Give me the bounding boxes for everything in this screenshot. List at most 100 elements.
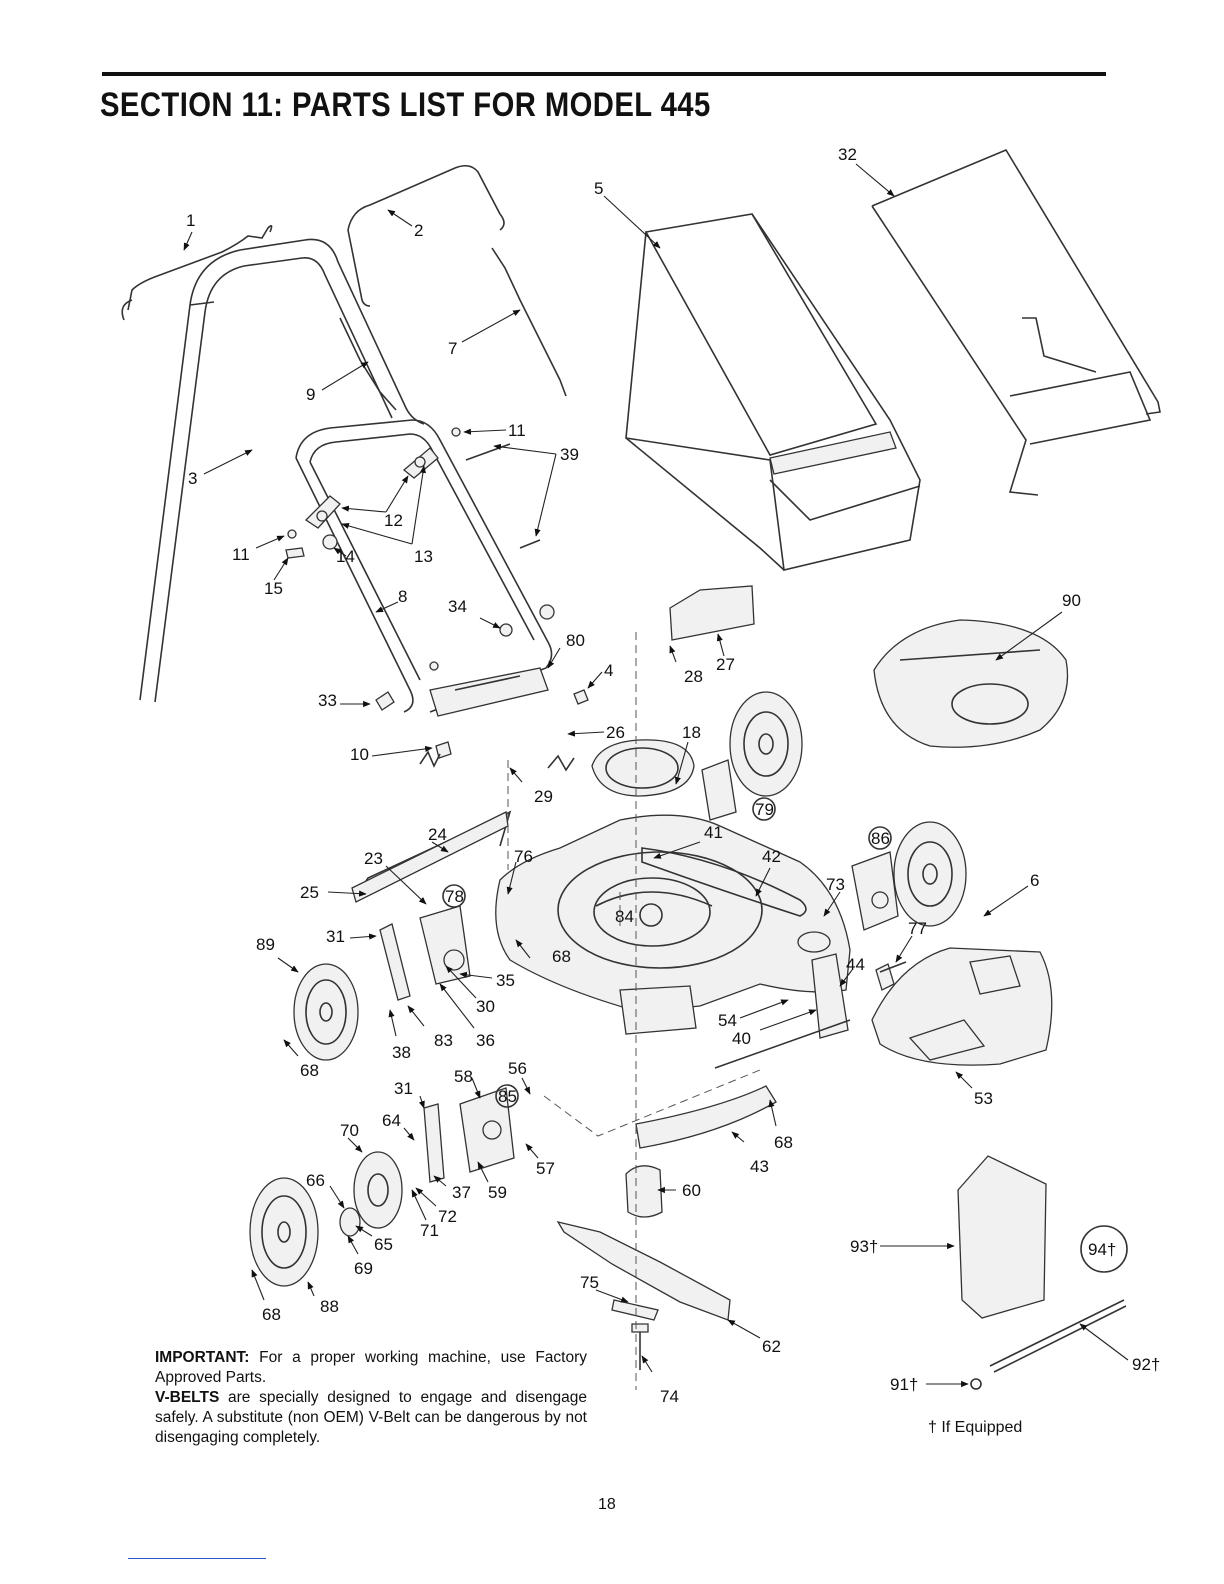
- callout-54: 54: [718, 1011, 737, 1030]
- rear-height-adjuster: [379, 905, 515, 1183]
- chute-rod-washer: [970, 1378, 982, 1390]
- callout-80: 80: [566, 631, 585, 650]
- callout-29: 29: [534, 787, 553, 806]
- engine: [873, 619, 1069, 748]
- callout-57: 57: [536, 1159, 555, 1178]
- callout-53: 53: [974, 1089, 993, 1108]
- v-belt: [641, 847, 807, 917]
- drive-control-bail: [347, 164, 505, 307]
- callout-31-lower: 31: [394, 1079, 413, 1098]
- callout-2: 2: [414, 221, 423, 240]
- callout-42: 42: [762, 847, 781, 866]
- callout-7: 7: [448, 339, 457, 358]
- callout-5: 5: [594, 179, 603, 198]
- drive-gear-cover: [353, 1151, 403, 1229]
- callout-4: 4: [604, 661, 613, 680]
- wheel-rear-left: [293, 963, 359, 1061]
- callout-69: 69: [354, 1259, 373, 1278]
- callout-56: 56: [508, 1059, 527, 1078]
- page-number: 18: [598, 1496, 616, 1513]
- callout-73: 73: [826, 875, 845, 894]
- callout-11-lower: 11: [232, 545, 250, 564]
- front-skirt: [635, 1085, 777, 1149]
- callout-83: 83: [434, 1031, 453, 1050]
- cables: [339, 247, 567, 411]
- callout-59: 59: [488, 1183, 507, 1202]
- callout-68-skirt: 68: [774, 1133, 793, 1152]
- blade-bolt: [611, 1299, 659, 1370]
- callout-6: 6: [1030, 871, 1039, 890]
- callout-85: 85: [498, 1087, 517, 1106]
- wheel-front-right: [893, 821, 967, 927]
- callout-31-upper: 31: [326, 927, 345, 946]
- callout-77: 77: [908, 919, 927, 938]
- important-paragraph: IMPORTANT: For a proper working machine,…: [155, 1348, 587, 1388]
- callout-76: 76: [514, 847, 533, 866]
- callout-58: 58: [454, 1067, 473, 1086]
- chute-rod: [989, 1299, 1127, 1373]
- callout-44: 44: [846, 955, 865, 974]
- callout-14: 14: [336, 547, 355, 566]
- callout-41: 41: [704, 823, 723, 842]
- callout-33: 33: [318, 691, 337, 710]
- callout-18: 18: [682, 723, 701, 742]
- mower-deck: [495, 814, 851, 1035]
- side-discharge-chute: [957, 1155, 1047, 1319]
- callout-38: 38: [392, 1043, 411, 1062]
- header-rule: [102, 72, 1106, 76]
- callout-15: 15: [264, 579, 283, 598]
- axle-spacer: [879, 961, 907, 973]
- bail-handle: [121, 224, 273, 321]
- page-title: SECTION 11: PARTS LIST FOR MODEL 445: [100, 86, 711, 124]
- callout-labels: 1 2 3 4 5 6 7 8 9 10 11 11 12 13 14 15 1…: [186, 145, 1160, 1406]
- callout-94: 94†: [1088, 1240, 1116, 1259]
- callout-65: 65: [374, 1235, 393, 1254]
- callout-36: 36: [476, 1031, 495, 1050]
- callout-92: 92†: [1132, 1355, 1160, 1374]
- callout-10: 10: [350, 745, 369, 764]
- callout-27: 27: [716, 655, 735, 674]
- wheel-front-left-drive: [249, 1177, 319, 1287]
- blade-adapter: [625, 1165, 663, 1218]
- callout-88: 88: [320, 1297, 339, 1316]
- callout-9: 9: [306, 385, 315, 404]
- bag-frame: [871, 148, 1161, 496]
- callout-3: 3: [188, 469, 197, 488]
- if-equipped-legend: † If Equipped: [928, 1419, 1023, 1436]
- important-label: IMPORTANT:: [155, 1349, 250, 1366]
- callout-40: 40: [732, 1029, 751, 1048]
- callout-68-front-wheel: 68: [262, 1305, 281, 1324]
- callout-75: 75: [580, 1273, 599, 1292]
- important-text: For a proper working machine, use Factor…: [155, 1349, 587, 1386]
- grass-bag: [625, 213, 921, 571]
- drive-pinion: [339, 1207, 361, 1237]
- callout-70: 70: [340, 1121, 359, 1140]
- callout-84: 84: [615, 907, 634, 926]
- wheel-rear-right: [729, 691, 803, 797]
- callout-12: 12: [384, 511, 403, 530]
- callout-60: 60: [682, 1181, 701, 1200]
- important-note: IMPORTANT: For a proper working machine,…: [155, 1348, 587, 1448]
- callout-89: 89: [256, 935, 275, 954]
- callout-68-rear-wheel: 68: [300, 1061, 319, 1080]
- callout-34: 34: [448, 597, 467, 616]
- callout-13: 13: [414, 547, 433, 566]
- callout-24: 24: [428, 825, 447, 844]
- belt-cover: [591, 585, 755, 797]
- callout-1: 1: [186, 211, 195, 230]
- callout-35: 35: [496, 971, 515, 990]
- lower-handle: [295, 419, 553, 717]
- callout-37: 37: [452, 1183, 471, 1202]
- handle-hardware: [285, 427, 589, 772]
- vbelts-paragraph: V-BELTS are specially designed to engage…: [155, 1388, 587, 1448]
- transmission: [714, 931, 895, 1069]
- vbelts-label: V-BELTS: [155, 1389, 220, 1406]
- callout-43: 43: [750, 1157, 769, 1176]
- callout-72: 72: [438, 1207, 457, 1226]
- callout-74: 74: [660, 1387, 679, 1406]
- callout-30: 30: [476, 997, 495, 1016]
- callout-8: 8: [398, 587, 407, 606]
- callout-93: 93†: [850, 1237, 878, 1256]
- callout-66: 66: [306, 1171, 325, 1190]
- callout-28: 28: [684, 667, 703, 686]
